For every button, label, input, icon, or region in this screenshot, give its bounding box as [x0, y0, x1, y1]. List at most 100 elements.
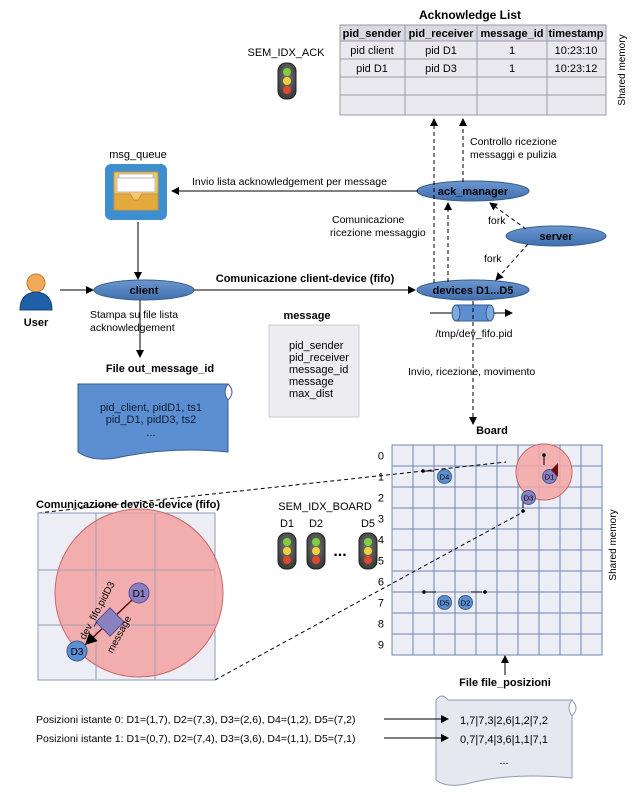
stampa-label-2: acknowledgement	[90, 322, 175, 334]
ack-col-header: pid_sender	[343, 28, 402, 40]
devices-node	[416, 279, 530, 301]
positions-file-title: File file_posizioni	[459, 677, 551, 689]
zoom-d3-label: D3	[71, 647, 84, 658]
controllo-label: Controllo ricezione	[470, 136, 557, 148]
board-device-d5	[437, 595, 452, 610]
client-label: client	[130, 285, 159, 297]
ack-cell: 1	[509, 45, 515, 57]
positions-instant-1: Posizioni istante 1: D1=(0,7), D2=(7,4),…	[36, 733, 356, 745]
fork-arrow-to-devices	[495, 243, 529, 281]
board-title: Board	[476, 425, 508, 437]
board-device-label: D3	[524, 494, 534, 503]
fork-label-2: fork	[484, 253, 502, 265]
positions-file-line: 0,7|7,4|3,6|1,1|7,1	[460, 734, 548, 746]
ack-cell: pid D1	[425, 45, 457, 57]
devices-label: devices D1...D5	[433, 285, 514, 297]
message-field: message_id	[289, 364, 348, 376]
zoom-grid-overlay	[38, 513, 215, 680]
zoom-d3-device	[66, 640, 88, 662]
sem-ack-label: SEM_IDX_ACK	[247, 47, 325, 59]
board-device-d4	[437, 469, 452, 484]
positions-file-line: ...	[499, 755, 508, 767]
sem-board-ellipsis: ...	[333, 543, 346, 560]
positions-instant-0: Posizioni istante 0: D1=(1,7), D2=(7,3),…	[36, 714, 356, 726]
board-device-label: D1	[545, 473, 555, 482]
sem-board-label: SEM_IDX_BOARD	[278, 501, 372, 513]
board-device-label: D4	[440, 473, 450, 482]
ack-cell: pid D3	[425, 63, 457, 75]
semaphore-d5-icon	[358, 532, 378, 570]
out-file-line: pid_D1, pidD3, ts2	[106, 414, 197, 426]
comunicazione-label-2: ricezione messaggio	[330, 227, 426, 239]
board-row-label: 3	[378, 514, 384, 526]
semaphore-d2-icon	[306, 532, 326, 570]
board-device-label: D2	[461, 599, 471, 608]
positions-file-scroll	[435, 695, 577, 786]
sem-board-device: D2	[309, 518, 323, 530]
zoom-title: Comunicazione device-device (fifo)	[36, 499, 220, 511]
shared-memory-label-top: Shared memory	[617, 34, 628, 105]
msg-queue-label: msg_queue	[109, 149, 167, 161]
board-row-label: 7	[378, 598, 384, 610]
message-field: pid_sender	[289, 340, 344, 352]
message-field: message	[289, 376, 334, 388]
stampa-label: Stampa su file lista	[90, 309, 178, 321]
ack-cell: 10:23:12	[555, 63, 598, 75]
zoom-message-box	[95, 607, 125, 637]
controllo-label-2: messaggi e pulizia	[470, 149, 557, 161]
invio-lista-label: Invio lista acknowledgement per message	[192, 176, 387, 188]
ack-cell: 10:23:10	[555, 45, 598, 57]
board-row-label: 6	[378, 577, 384, 589]
zoom-d1-device	[128, 582, 150, 604]
user-icon	[19, 273, 53, 311]
board-row-label: 2	[378, 493, 384, 505]
out-file-line: ...	[146, 427, 155, 439]
zoom-guide-line	[214, 510, 526, 681]
fork-arrow-to-ack-manager	[489, 202, 527, 230]
board-device-d2	[458, 595, 473, 610]
out-file-scroll	[77, 383, 233, 460]
board-row-label: 0	[378, 451, 384, 463]
message-struct-box	[268, 324, 360, 418]
board-device-d3	[521, 490, 536, 505]
board-row-label: 9	[378, 640, 384, 652]
comunicazione-label: Comunicazione	[332, 214, 405, 226]
invio-ricezione-label: Invio, ricezione, movimento	[408, 366, 535, 378]
client-device-label: Comunicazione client-device (fifo)	[216, 273, 395, 285]
msg-queue-icon	[105, 164, 167, 220]
ack-col-header: timestamp	[548, 28, 603, 40]
ack-cell: pid client	[350, 45, 393, 57]
ack-list-table: pid_sender pid_receiver message_id times…	[339, 24, 607, 116]
ack-manager-label: ack_manager	[438, 186, 509, 198]
board-device-label: D5	[440, 599, 450, 608]
out-file-title: File out_message_id	[106, 363, 214, 375]
ack-col-header: pid_receiver	[409, 28, 475, 40]
server-label: server	[539, 231, 573, 243]
zoom-guide-line	[37, 461, 507, 514]
sem-board-device: D1	[280, 518, 294, 530]
ack-cell: pid D1	[356, 63, 388, 75]
user-label: User	[24, 317, 49, 329]
ack-col-header: message_id	[481, 28, 544, 40]
board-device-d1	[542, 469, 557, 484]
d1-direction-arrow	[551, 463, 558, 477]
fork-label-1: fork	[488, 215, 506, 227]
shared-memory-label-board: Shared memory	[608, 509, 619, 580]
positions-file-line: 1,7|7,3|2,6|1,2|7,2	[460, 715, 548, 727]
semaphore-d1-icon	[277, 532, 297, 570]
zoom-d1-label: D1	[133, 589, 146, 600]
semaphore-ack-icon	[277, 62, 297, 100]
sem-board-device: D5	[361, 518, 375, 530]
fifo-pipe-icon	[430, 304, 513, 322]
ack-list-title: Acknowledge List	[419, 8, 521, 22]
out-file-line: pid_client, pidD1, ts1	[100, 402, 202, 414]
server-node	[505, 225, 607, 247]
board-row-label: 1	[378, 472, 384, 484]
message-field: max_dist	[289, 388, 333, 400]
message-field: pid_receiver	[289, 352, 349, 364]
message-struct-title: message	[283, 310, 330, 322]
board-row-label: 8	[378, 619, 384, 631]
